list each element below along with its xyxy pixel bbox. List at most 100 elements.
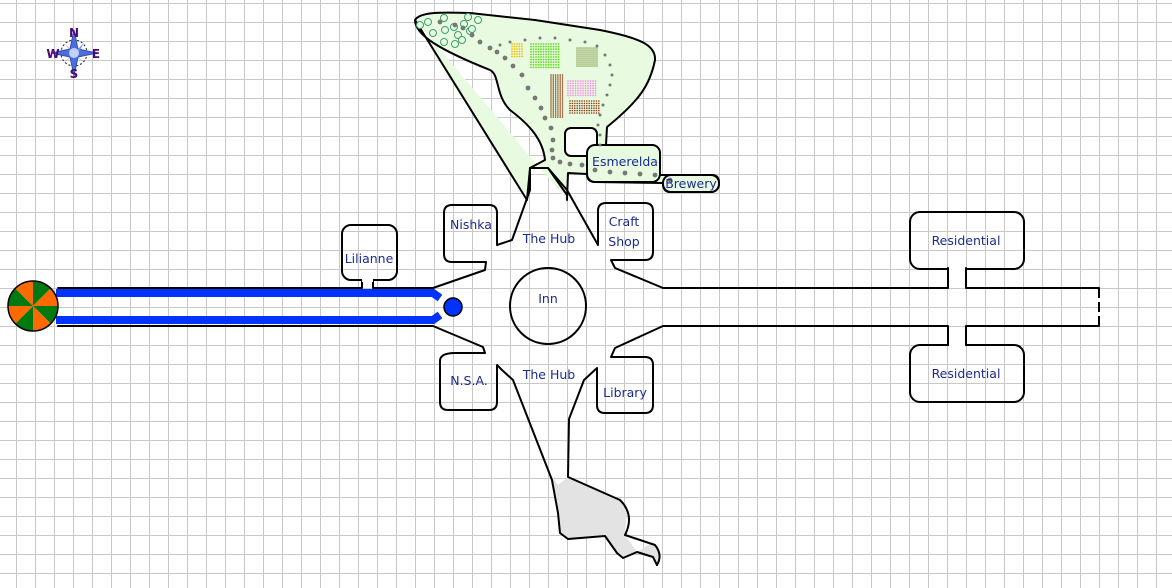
plot-dot [521,55,523,58]
plot-dot [592,61,594,63]
plot-dot [596,51,598,53]
plot-dot [552,88,555,90]
plot-dot [550,90,552,92]
plot-dot [586,109,588,112]
plot-dot [559,108,561,110]
plot-dot [577,80,579,82]
plot-dot [557,96,559,98]
plot-dot [574,102,576,105]
plot-dot [576,59,578,61]
plot-dot [557,100,559,102]
plot-dot [580,63,582,65]
plot-dot [581,109,583,112]
plot-dot [592,55,594,57]
plot-dot [574,89,577,92]
plot-dot [581,102,583,105]
plot-dot [550,94,552,96]
plot-dot [580,49,582,51]
label-residential-north[interactable]: Residential [932,233,1001,248]
plot-dot [537,56,540,58]
plot-dot [592,53,594,55]
label-craft-shop-2[interactable]: Shop [608,234,640,249]
plot-dot [552,56,555,58]
plot-dot [594,57,596,59]
plot-dot [532,45,535,48]
plot-dot [590,57,592,59]
plot-dot [521,48,523,50]
plot-dot [578,55,580,57]
plot-dot [567,84,569,87]
plot-dot [583,107,586,109]
path-dot [452,22,458,28]
plot-dot [540,45,542,48]
plot-dot [537,43,540,45]
plot-dot [550,110,552,112]
plot-dot [552,78,555,80]
path-dot [494,49,500,55]
label-craft-shop-1[interactable]: Craft [609,214,640,229]
label-lilianne[interactable]: Lilianne [345,251,394,266]
plot-dot [542,61,545,64]
label-nsa[interactable]: N.S.A. [450,373,488,388]
plot-dot [561,96,564,98]
plot-dot [554,108,557,110]
plot-dot [537,48,540,51]
label-esmerelda[interactable]: Esmerelda [592,154,658,169]
plot-dot [571,109,574,112]
plot-dot [545,43,547,45]
label-hub-south[interactable]: The Hub [522,367,576,382]
plot-dot [588,51,590,53]
plot-dot [557,110,559,112]
label-hub-north[interactable]: The Hub [522,231,576,246]
label-residential-south[interactable]: Residential [932,366,1001,381]
portal-circle[interactable] [7,280,59,332]
plot-dot [582,82,584,85]
plot-dot [577,87,579,90]
plot-dot [561,106,564,108]
plot-dot [589,94,592,97]
plot-dot [547,53,550,56]
plot-dot [578,105,581,107]
plot-dot [590,105,593,107]
plot-dot [590,100,593,102]
plot-dot [550,74,552,76]
plot-dot [588,53,590,55]
plot-dot [540,48,542,51]
label-library[interactable]: Library [603,385,647,400]
plot-dot [594,65,596,67]
label-inn[interactable]: Inn [538,291,558,306]
plot-dot [594,63,596,65]
plot-dot [588,57,590,59]
plot-dot [557,43,560,45]
plot-dot [586,61,588,63]
plot-dot [542,48,545,51]
plot-dot [574,112,576,114]
path-dot [469,32,475,38]
plot-dot [578,59,580,61]
road-end-marker[interactable] [443,297,463,317]
plot-dot [593,102,595,105]
plot-dot [589,82,592,85]
path-dot [567,161,573,167]
plot-dot [578,47,580,49]
plot-dot [540,66,542,69]
plot-dot [537,58,540,61]
plot-dot [540,63,542,66]
plot-dot [542,56,545,58]
plot-dot [578,51,580,53]
plot-dot [596,61,598,63]
label-nishka[interactable]: Nishka [450,217,492,232]
portal-wedge [15,306,33,331]
label-brewery[interactable]: Brewery [665,176,717,191]
plot-dot [542,63,545,66]
plot-dot [550,50,552,53]
plot-dot [598,107,600,109]
plot-dot [547,58,550,61]
plot-dot [579,84,582,87]
plot-dot [581,105,583,107]
plot-dot [584,87,587,90]
plot-dot [586,107,588,109]
path-dot [596,123,600,127]
plot-dot [550,100,552,102]
path-dot [598,113,602,117]
